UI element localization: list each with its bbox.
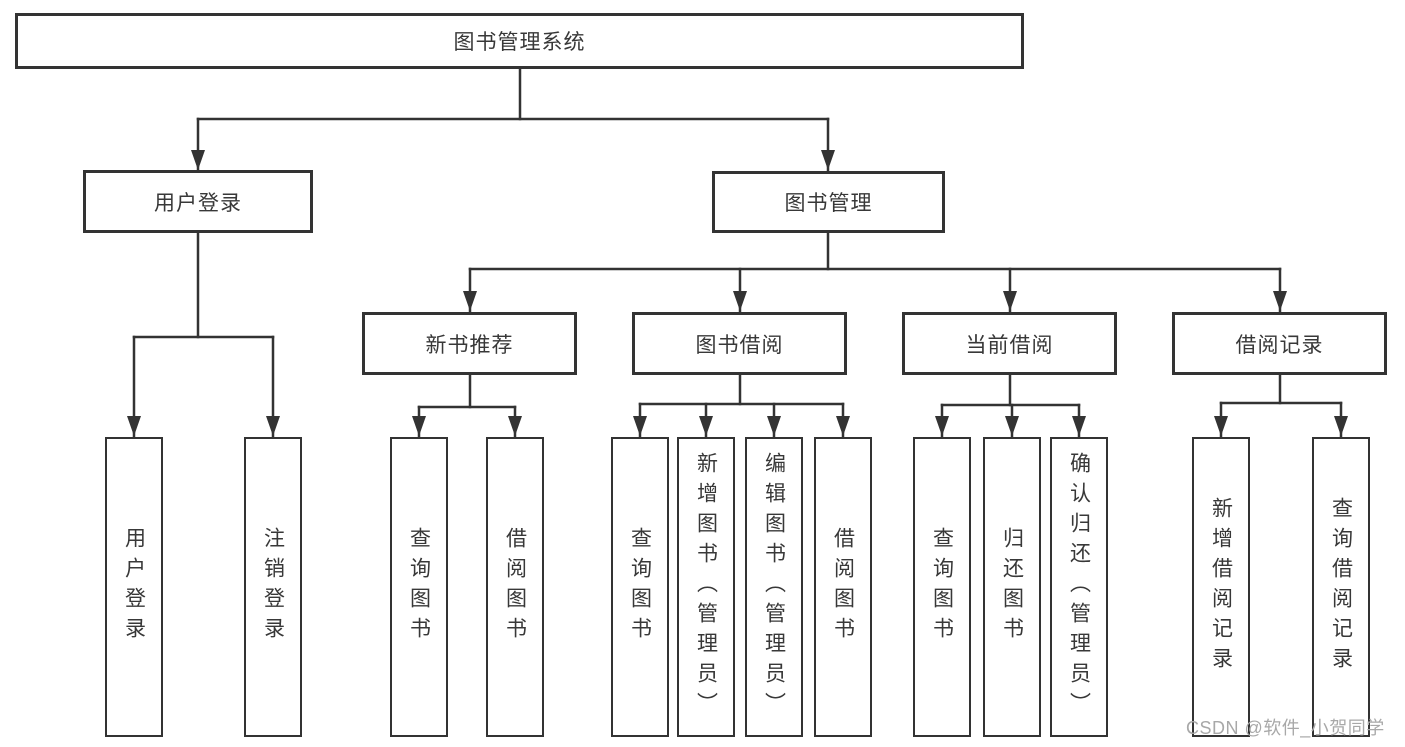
node-current-borrowing: 当前借阅 — [902, 312, 1117, 375]
leaf-borrow-books-newrec: 借阅图书 — [486, 437, 544, 737]
node-new-book-recommend-label: 新书推荐 — [425, 333, 514, 357]
leaf-add-borrow-record: 新增借阅记录 — [1192, 437, 1250, 737]
node-book-borrowing-label: 图书借阅 — [695, 333, 784, 357]
leaf-confirm-return-admin: 确认归还（管理员） — [1050, 437, 1108, 737]
leaf-edit-book-admin: 编辑图书（管理员） — [745, 437, 803, 737]
leaf-query-books-current: 查询图书 — [913, 437, 971, 737]
leaf-edit-book-admin-label: 编辑图书（管理员） — [762, 452, 786, 722]
leaf-add-borrow-record-label: 新增借阅记录 — [1209, 497, 1233, 677]
leaf-query-borrow-record: 查询借阅记录 — [1312, 437, 1370, 737]
leaf-query-books-newrec: 查询图书 — [390, 437, 448, 737]
leaf-add-book-admin: 新增图书（管理员） — [677, 437, 735, 737]
leaf-query-books-borrow: 查询图书 — [611, 437, 669, 737]
leaf-borrow-books-newrec-label: 借阅图书 — [503, 527, 527, 647]
leaf-query-books-borrow-label: 查询图书 — [628, 527, 652, 647]
node-user-login-label: 用户登录 — [154, 191, 242, 215]
node-current-borrowing-label: 当前借阅 — [965, 333, 1054, 357]
leaf-borrow-books-borrow: 借阅图书 — [814, 437, 872, 737]
node-new-book-recommend: 新书推荐 — [362, 312, 577, 375]
node-book-management-label: 图书管理 — [784, 192, 873, 215]
leaf-logout-label: 注销登录 — [261, 527, 285, 647]
node-library-system-label: 图书管理系统 — [453, 31, 586, 54]
node-user-login: 用户登录 — [83, 170, 313, 233]
node-book-management: 图书管理 — [712, 171, 945, 233]
node-borrowing-records-label: 借阅记录 — [1235, 333, 1324, 357]
leaf-user-login-label: 用户登录 — [122, 527, 146, 647]
leaf-query-books-newrec-label: 查询图书 — [407, 527, 431, 647]
leaf-query-borrow-record-label: 查询借阅记录 — [1329, 497, 1353, 677]
node-borrowing-records: 借阅记录 — [1172, 312, 1387, 375]
leaf-confirm-return-admin-label: 确认归还（管理员） — [1067, 452, 1091, 722]
leaf-user-login: 用户登录 — [105, 437, 163, 737]
leaf-add-book-admin-label: 新增图书（管理员） — [694, 452, 718, 722]
node-library-system: 图书管理系统 — [15, 13, 1024, 69]
csdn-watermark: CSDN @软件_小贺同学 — [1186, 718, 1385, 738]
leaf-logout: 注销登录 — [244, 437, 302, 737]
leaf-return-books-label: 归还图书 — [1000, 527, 1024, 647]
leaf-query-books-current-label: 查询图书 — [930, 527, 954, 647]
leaf-return-books: 归还图书 — [983, 437, 1041, 737]
node-book-borrowing: 图书借阅 — [632, 312, 847, 375]
leaf-borrow-books-borrow-label: 借阅图书 — [831, 527, 855, 647]
